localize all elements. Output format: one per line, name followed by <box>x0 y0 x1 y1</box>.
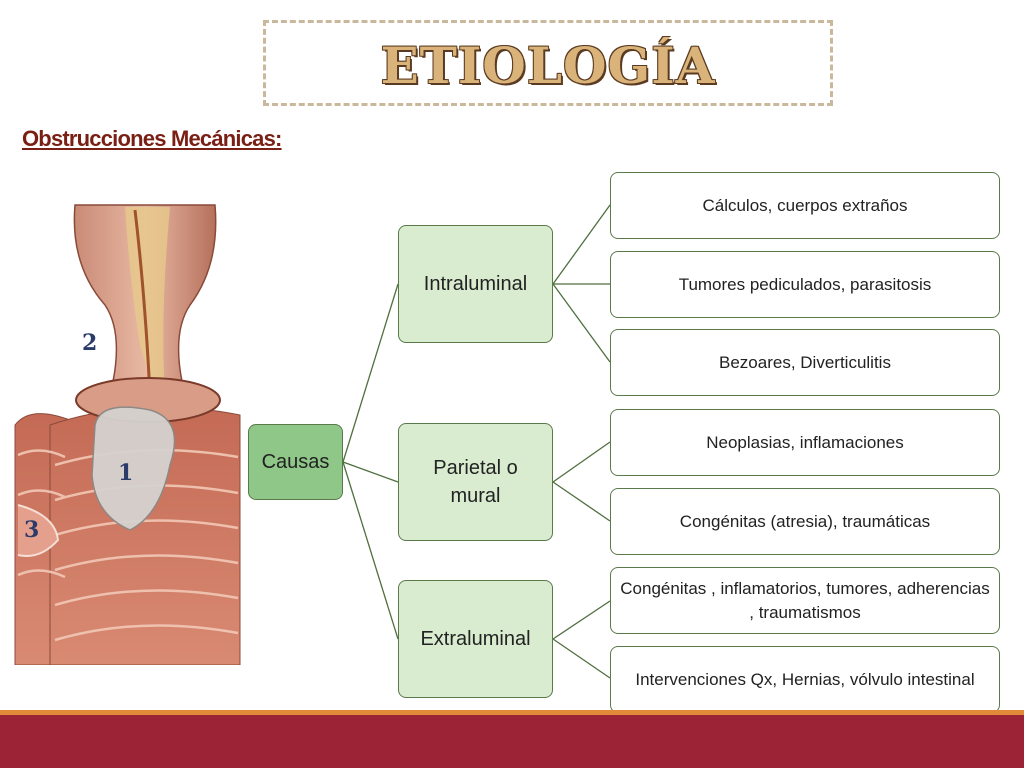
label-2: 2 <box>82 330 97 356</box>
intestine-illustration: 2 1 3 <box>14 204 241 665</box>
title-frame <box>263 20 833 106</box>
node-causas: Causas <box>248 424 343 500</box>
footer-band <box>0 715 1024 768</box>
leaf-congenitas-atresia: Congénitas (atresia), traumáticas <box>610 488 1000 555</box>
leaf-intervenciones: Intervenciones Qx, Hernias, vólvulo inte… <box>610 646 1000 713</box>
footer-accent-line <box>0 710 1024 715</box>
leaf-calculos: Cálculos, cuerpos extraños <box>610 172 1000 239</box>
leaf-bezoares: Bezoares, Diverticulitis <box>610 329 1000 396</box>
label-3: 3 <box>24 517 39 543</box>
leaf-tumores-pediculados: Tumores pediculados, parasitosis <box>610 251 1000 318</box>
page-title: ETIOLOGÍA <box>380 36 716 95</box>
node-extraluminal: Extraluminal <box>398 580 553 698</box>
label-1: 1 <box>118 460 133 486</box>
node-intraluminal: Intraluminal <box>398 225 553 343</box>
section-subtitle: Obstrucciones Mecánicas: <box>22 126 282 151</box>
node-parietal: Parietal o mural <box>398 423 553 541</box>
leaf-neoplasias: Neoplasias, inflamaciones <box>610 409 1000 476</box>
leaf-congenitas-inflamatorios: Congénitas , inflamatorios, tumores, adh… <box>610 567 1000 634</box>
